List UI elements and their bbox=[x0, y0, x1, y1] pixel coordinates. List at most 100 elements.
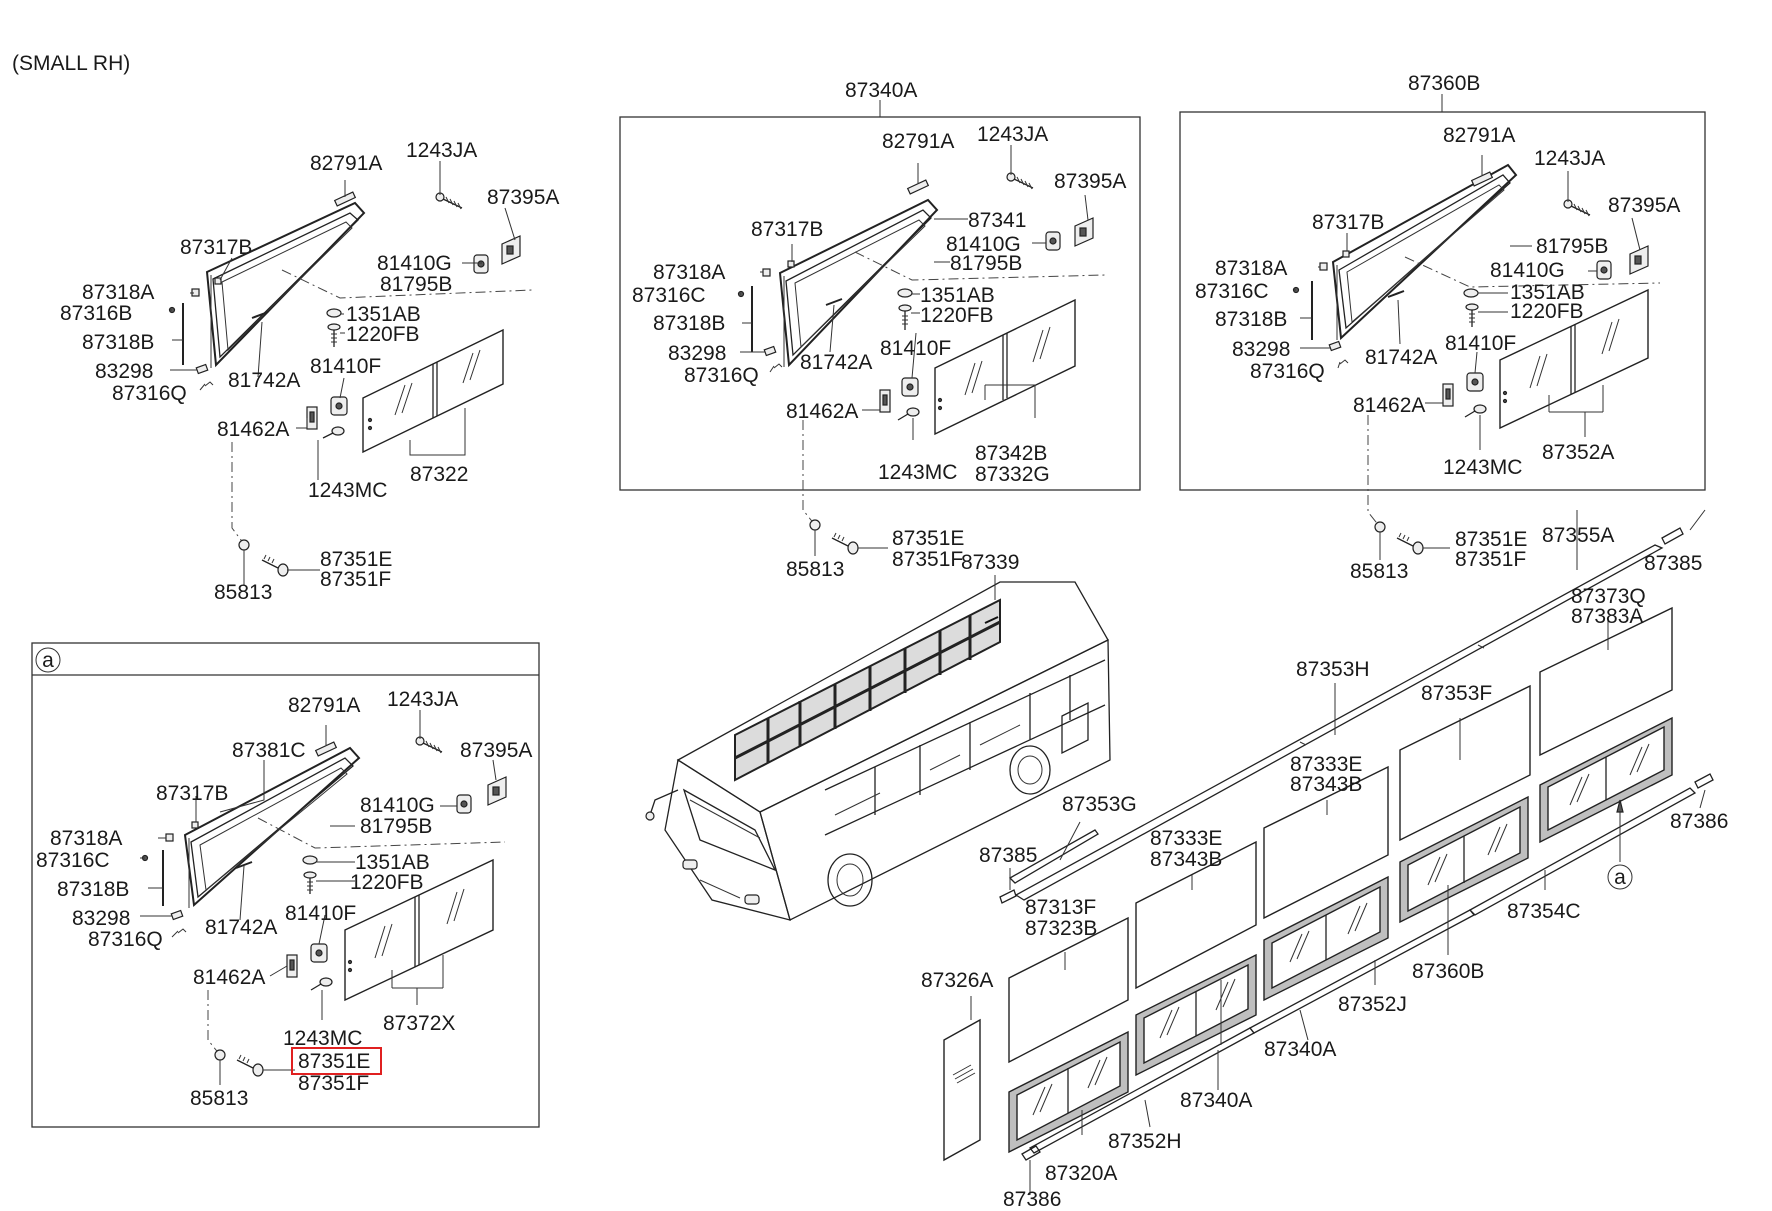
label: 83298 bbox=[668, 342, 726, 365]
screw-87351E bbox=[261, 554, 289, 577]
label: 87318A bbox=[1215, 257, 1287, 280]
label: 1243MC bbox=[878, 461, 957, 484]
molding-87353G bbox=[1008, 829, 1099, 884]
sliding-window-87360B-2 bbox=[1399, 795, 1529, 924]
label: 87318A bbox=[82, 281, 154, 304]
glass-87353F bbox=[1399, 684, 1531, 842]
label: 87386 bbox=[1670, 810, 1728, 833]
label: 87351E bbox=[892, 527, 964, 550]
label: 87318B bbox=[1215, 308, 1287, 331]
label: 87385 bbox=[1644, 552, 1702, 575]
side-parts-exploded: a bbox=[943, 509, 1714, 1195]
label: 87383A bbox=[1571, 605, 1643, 628]
bolt-1243MC bbox=[322, 426, 345, 439]
label: 87316C bbox=[632, 284, 706, 307]
label: 87316Q bbox=[1250, 360, 1325, 383]
label: 87343B bbox=[1150, 848, 1222, 871]
bolt-1220FB bbox=[327, 323, 341, 347]
label: 87316Q bbox=[112, 382, 187, 405]
label: 87323B bbox=[1025, 917, 1097, 940]
label: 87316Q bbox=[684, 364, 759, 387]
label: 83298 bbox=[1232, 338, 1290, 361]
sliding-window-87340A bbox=[1263, 875, 1389, 1002]
label: 87318A bbox=[653, 261, 725, 284]
glass-87373Q bbox=[1539, 606, 1673, 757]
glass-panel-87322 bbox=[362, 328, 504, 454]
label: 87333E bbox=[1290, 753, 1362, 776]
label: 87318B bbox=[653, 312, 725, 335]
label: 87343B bbox=[1290, 773, 1362, 796]
label: 81742A bbox=[800, 351, 872, 374]
label: 82791A bbox=[882, 130, 954, 153]
part-83298 bbox=[195, 363, 209, 375]
label: 87385 bbox=[979, 844, 1037, 867]
label: 87316C bbox=[36, 849, 110, 872]
label: 1220FB bbox=[346, 323, 420, 346]
label: 82791A bbox=[288, 694, 360, 717]
glass-87333E-1 bbox=[1263, 765, 1389, 920]
highlight-87351E bbox=[291, 1047, 382, 1075]
label: 81410G bbox=[946, 233, 1021, 256]
label: 87354C bbox=[1507, 900, 1581, 923]
label: 87322 bbox=[410, 463, 468, 486]
label: 87353F bbox=[1421, 682, 1492, 705]
label: 82791A bbox=[1443, 124, 1515, 147]
label: 81462A bbox=[193, 966, 265, 989]
label: 87332G bbox=[975, 463, 1050, 486]
label: 81795B bbox=[360, 815, 432, 838]
callout-a-circle bbox=[35, 647, 61, 673]
label: 1351AB bbox=[1510, 281, 1585, 304]
glass-87313F bbox=[1008, 916, 1129, 1064]
label: 81742A bbox=[228, 369, 300, 392]
label: 87395A bbox=[1054, 170, 1126, 193]
label: 87351E bbox=[1455, 528, 1527, 551]
bus-wheel-front bbox=[827, 853, 873, 907]
glass-87326A bbox=[943, 1018, 981, 1162]
label: 87381C bbox=[232, 739, 306, 762]
label: 1351AB bbox=[346, 303, 421, 326]
label: 81795B bbox=[950, 252, 1022, 275]
label: 1243MC bbox=[1443, 456, 1522, 479]
label: 81410F bbox=[1445, 332, 1516, 355]
label: 87316Q bbox=[88, 928, 163, 951]
label: 87351F bbox=[298, 1072, 369, 1095]
label: 87352J bbox=[1338, 993, 1407, 1016]
assembly-87340A bbox=[619, 100, 1141, 556]
label: 87318B bbox=[82, 331, 154, 354]
clip-81410G bbox=[473, 254, 489, 274]
label: 87360B bbox=[1408, 72, 1480, 95]
label: 87386 bbox=[1003, 1188, 1061, 1211]
label: 1220FB bbox=[1510, 300, 1584, 323]
diagram-title: (SMALL RH) bbox=[12, 52, 131, 75]
label: 87317B bbox=[156, 782, 228, 805]
glass-87333E-2 bbox=[1135, 840, 1257, 990]
sliding-window-87360B bbox=[1539, 716, 1673, 844]
label: 87351F bbox=[892, 548, 963, 571]
label: 81410F bbox=[310, 355, 381, 378]
clip-87316Q bbox=[204, 381, 214, 387]
label: 1220FB bbox=[920, 304, 994, 327]
label: 85813 bbox=[1350, 560, 1408, 583]
label: 1351AB bbox=[920, 284, 995, 307]
label: 87395A bbox=[487, 186, 559, 209]
callout-a: a bbox=[42, 649, 54, 672]
bus-front bbox=[664, 758, 791, 921]
label: 83298 bbox=[95, 360, 153, 383]
label: 87351E bbox=[298, 1050, 370, 1073]
label: 87353G bbox=[1062, 793, 1137, 816]
label: 81410F bbox=[285, 902, 356, 925]
label: 87316C bbox=[1195, 280, 1269, 303]
window-frame bbox=[1331, 163, 1518, 341]
glass-panel-87352A bbox=[1499, 288, 1649, 430]
label: 1243JA bbox=[1534, 147, 1605, 170]
assembly-87360B bbox=[1179, 94, 1706, 560]
label: 87340A bbox=[1264, 1038, 1336, 1061]
detail-a-box bbox=[31, 642, 540, 1128]
label: 87395A bbox=[460, 739, 532, 762]
glass-panel-87372X bbox=[344, 858, 494, 1002]
label: 87352A bbox=[1542, 441, 1614, 464]
label: 85813 bbox=[214, 581, 272, 604]
window-frame bbox=[778, 198, 939, 368]
label: 87339 bbox=[961, 551, 1019, 574]
label: 87351E bbox=[320, 548, 392, 571]
